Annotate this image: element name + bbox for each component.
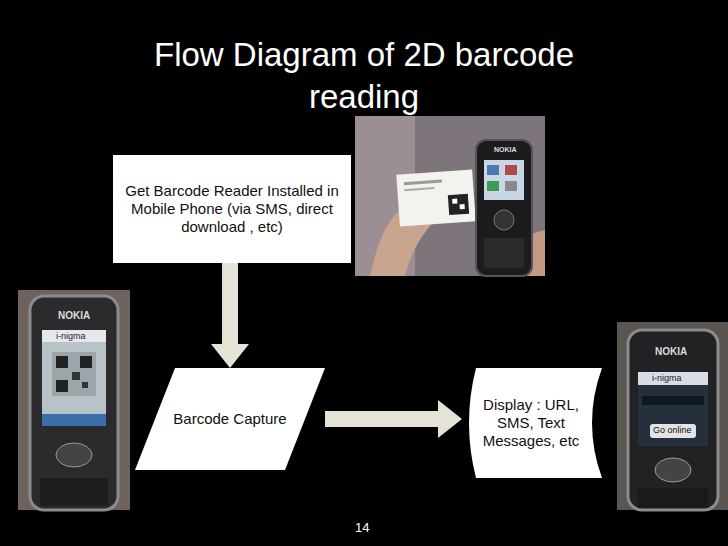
photo-card-scan: [355, 116, 545, 276]
block-arrow: [211, 263, 249, 368]
page-number: 14: [355, 520, 369, 535]
process-box: Get Barcode Reader Installed in Mobile P…: [113, 155, 351, 263]
node-body: Barcode Capture: [135, 368, 325, 470]
text-column: Get Barcode Reader Installed in Mobile P…: [121, 182, 343, 236]
node-body: Get Barcode Reader Installed in Mobile P…: [113, 155, 351, 263]
app-name: i-nigma: [652, 373, 682, 384]
shape-fill: [135, 368, 325, 470]
node-text: Get Barcode Reader Installed in Mobile P…: [121, 182, 343, 236]
text-column: Barcode Capture: [173, 410, 286, 428]
display-shape: Display : URL, SMS, Text Messages, etc: [462, 368, 602, 478]
photo-capture: [18, 290, 130, 510]
text-column: Display : URL, SMS, Text Messages, etc: [482, 396, 580, 450]
phone-brand: NOKIA: [494, 145, 517, 154]
phone-brand: NOKIA: [655, 346, 687, 358]
input-parallelogram: Barcode Capture: [135, 368, 325, 470]
node-text: Display : URL, SMS, Text Messages, etc: [482, 396, 580, 450]
shape-fill: [469, 368, 602, 478]
node-text: Barcode Capture: [173, 410, 286, 428]
phone-brand: NOKIA: [58, 310, 90, 322]
screen-button: Go online: [653, 425, 692, 436]
node-body: Display : URL, SMS, Text Messages, etc: [462, 368, 602, 478]
block-arrow: [325, 400, 462, 438]
app-name: i-nigma: [56, 331, 86, 342]
photo-display: [617, 322, 728, 510]
slide-title: Flow Diagram of 2D barcode reading: [124, 34, 604, 118]
